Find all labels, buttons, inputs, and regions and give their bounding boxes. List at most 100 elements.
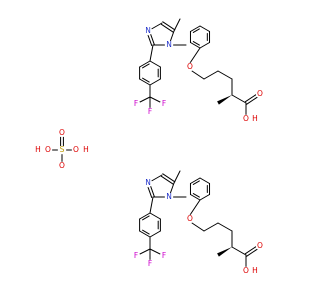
benzyl-ring-inner-bond [192,41,200,46]
ether-oxygen-atom-text: O [187,214,193,223]
chain-bond [231,94,247,104]
atom-label-background [131,251,141,261]
methyl-bond [173,170,181,184]
fluorine-atom-text: F [148,107,152,116]
fluorine-atom-text: F [148,259,152,268]
carbonyl-oxygen-atom: O [255,89,265,99]
aryl-ring-bond [139,230,151,238]
ether-oxygen-atom-text: O [187,62,193,71]
nitrogen-atom-n3: N [143,178,153,188]
acid-hydroxyl-oxygen-atom: O [241,114,251,124]
aryl-ring-bond [139,60,151,68]
acid-hydroxyl-oxygen-atom-text: O [243,114,249,123]
acid-hydrogen-atom: H [250,266,260,276]
chain-bond [203,222,219,232]
chain-bond [217,222,233,232]
nitrogen-atom-n3-text: N [145,26,151,35]
aryl-ring-inner-bond [142,77,150,83]
carbonyl-double-bond [246,95,260,105]
benzyl-ring-bond [199,194,211,201]
methyl-bond [173,18,181,32]
aryl-ring-inner-bond [142,229,150,235]
sulfate-hydrogen-atom: H [33,145,43,155]
sulfate-oxygen-atom: O [43,145,53,155]
carbonyl-double-bond [246,247,260,257]
atom-label-background [145,259,155,269]
benzyl-ring-inner-bond [192,180,200,185]
benzyl-ring-bond [189,194,201,201]
carbonyl-oxygen-atom-text: O [257,89,263,98]
chain-bond [217,70,233,80]
fluorine-atom: F [131,251,141,261]
fluorine-atom-text: F [162,251,166,260]
atom-label-background [33,145,43,155]
sulfur-atom-text: S [60,145,65,154]
atom-label-background [143,178,153,188]
atom-label-background [57,161,67,171]
atom-label-background [255,89,265,99]
atom-label-background [131,99,141,109]
carbonyl-oxygen-atom-text: O [257,241,263,250]
cf-bond [149,248,163,256]
carbonyl-double-bond [244,93,258,103]
atom-label-background [185,214,195,224]
atom-label-background [145,107,155,117]
cf-bond [137,96,151,104]
atom-label-background [159,99,169,109]
imidazole-double-bond [162,21,176,31]
chain-bond [191,222,205,232]
aryl-ring-bond [149,60,161,68]
stereo-methyl-wedge [217,95,232,105]
atom-label-background [43,145,53,155]
benzyl-ring-bond [199,42,211,49]
nitrogen-atom-n3: N [143,26,153,36]
chain-bond [191,70,205,80]
benzyl-ring-inner-bond [192,193,200,198]
fluorine-atom: F [159,99,169,109]
fluorine-atom: F [131,99,141,109]
atom-label-background [143,26,153,36]
atom-label-background [185,62,195,72]
chain-bond [231,246,247,256]
cf-bond [149,96,163,104]
atom-label-background [57,128,67,138]
nitrogen-atom-n1-text: N [166,192,172,201]
fluorine-atom-text: F [134,99,138,108]
fluorine-atom: F [145,107,155,117]
carbonyl-oxygen-atom: O [255,241,265,251]
aryl-ring-inner-bond [142,63,150,69]
ether-bond [189,199,201,216]
imidazole-double-bond [160,175,174,185]
sulfur-atom: S [57,145,67,155]
acid-hydroxyl-oxygen-atom-text: O [243,266,249,275]
carbonyl-double-bond [244,245,258,255]
acid-hydrogen-atom: H [250,114,260,124]
sulfate-hydrogen-atom-text: H [35,145,41,154]
benzyl-ring-bond [189,177,201,184]
acid-hydrogen-atom-text: H [252,266,258,275]
aryl-ring-bond [139,212,151,220]
atom-label-background [164,40,174,50]
atom-label-background [164,192,174,202]
aryl-ring-inner-bond [142,215,150,221]
stereo-methyl-wedge [217,247,232,257]
atom-label-background [241,114,251,124]
cf-bond [137,248,151,256]
sulfate-hydrogen-atom-text: H [83,145,89,154]
fluorine-atom-text: F [134,251,138,260]
aryl-ring-bond [149,78,161,86]
sulfate-oxygen-atom: O [57,161,67,171]
sulfate-oxygen-atom-text: O [73,145,79,154]
sulfate-oxygen-atom: O [71,145,81,155]
ether-oxygen-atom: O [185,62,195,72]
acid-hydroxyl-oxygen-atom: O [241,266,251,276]
atom-label-background [250,266,260,276]
fluorine-atom-text: F [162,99,166,108]
aryl-ring-bond [149,212,161,220]
ether-oxygen-atom: O [185,214,195,224]
sulfate-oxygen-atom-text: O [59,161,65,170]
atom-label-background [250,114,260,124]
sulfate-oxygen-atom: O [57,128,67,138]
